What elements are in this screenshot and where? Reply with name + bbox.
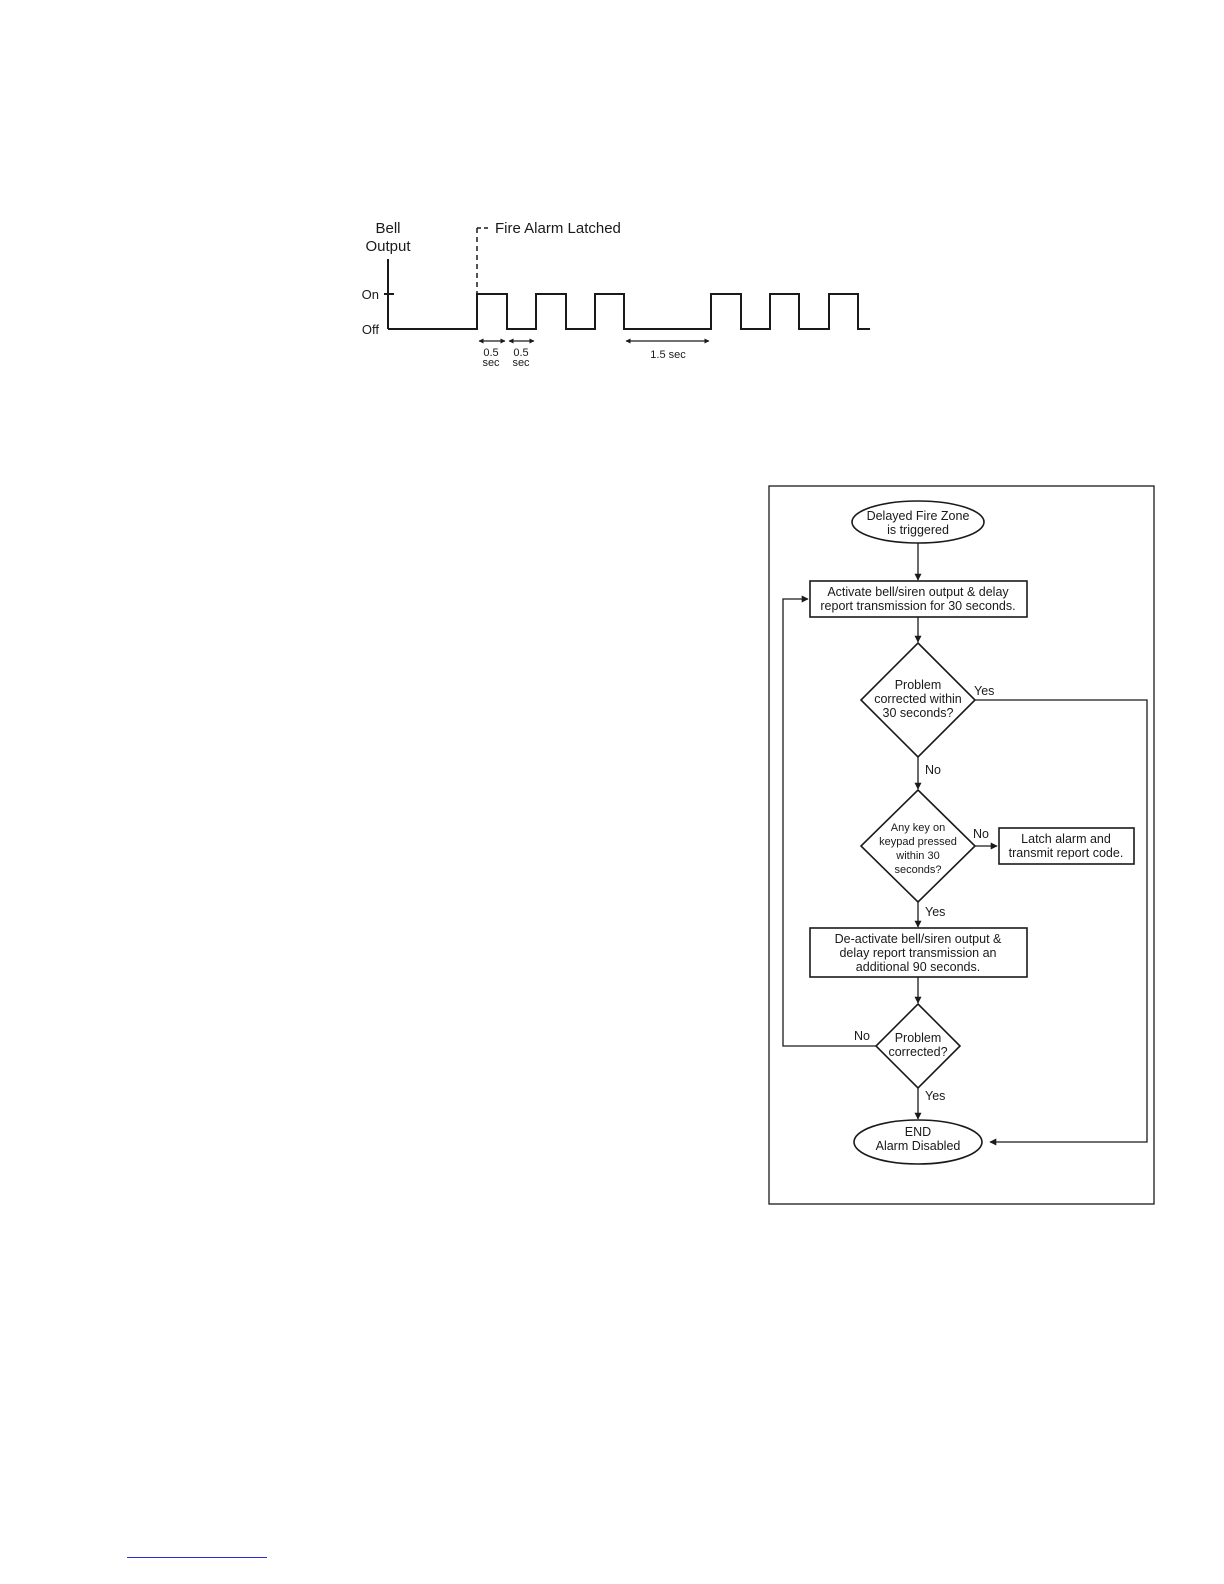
- start-text-2: is triggered: [887, 523, 949, 537]
- dim2-value: 0.5: [513, 347, 528, 359]
- on-label: On: [362, 287, 379, 302]
- d2-text-1: Any key on: [891, 822, 945, 834]
- delayed-fire-flowchart: Delayed Fire Zone is triggered Activate …: [768, 485, 1155, 1205]
- latch-alarm-box: [998, 827, 1135, 865]
- deact-text-3: additional 90 seconds.: [856, 960, 980, 974]
- latch-label: Fire Alarm Latched: [495, 220, 621, 237]
- dim1-value: 0.5: [483, 347, 498, 359]
- arrow-d1-yes-to-end: [975, 699, 1148, 1146]
- dim1-unit: sec: [482, 357, 500, 369]
- y-axis-label-output: Output: [365, 238, 411, 255]
- d2-text-2: keypad pressed: [879, 836, 957, 848]
- deactivate-process-box: [809, 927, 1028, 978]
- d2-yes-label: Yes: [925, 905, 945, 919]
- bell-timing-diagram: Bell Output On Off Fire Alarm Latched 0.…: [362, 220, 870, 369]
- d1-yes-label: Yes: [974, 684, 994, 698]
- d3-text-2: corrected?: [888, 1045, 947, 1059]
- d1-text-2: corrected within: [874, 692, 962, 706]
- arrow-d3-no-loop-back: [782, 595, 876, 1047]
- flowchart-frame: [768, 485, 1155, 1205]
- start-text-1: Delayed Fire Zone: [867, 509, 970, 523]
- activate-text-1: Activate bell/siren output & delay: [827, 585, 1009, 599]
- latch-text-1: Latch alarm and: [1021, 832, 1111, 846]
- deact-text-1: De-activate bell/siren output &: [835, 932, 1002, 946]
- end-text-1: END: [905, 1125, 931, 1139]
- d3-yes-label: Yes: [925, 1089, 945, 1103]
- activate-process-box: [809, 580, 1028, 618]
- d3-text-1: Problem: [895, 1031, 942, 1045]
- dim2-unit: sec: [512, 357, 530, 369]
- d3-no-label: No: [854, 1029, 870, 1043]
- y-axis-label-bell: Bell: [375, 220, 400, 237]
- end-text-2: Alarm Disabled: [876, 1139, 961, 1153]
- d2-text-3: within 30: [895, 850, 939, 862]
- d1-text-1: Problem: [895, 678, 942, 692]
- d2-no-label: No: [973, 827, 989, 841]
- footnote-rule: [127, 1557, 267, 1558]
- deact-text-2: delay report transmission an: [839, 946, 996, 960]
- d1-no-label: No: [925, 763, 941, 777]
- d2-text-4: seconds?: [894, 864, 941, 876]
- activate-text-2: report transmission for 30 seconds.: [820, 599, 1015, 613]
- end-terminal: [853, 1119, 983, 1165]
- dim3-label: 1.5 sec: [650, 349, 686, 361]
- d1-text-3: 30 seconds?: [883, 706, 954, 720]
- bell-output-waveform: [388, 293, 870, 330]
- off-label: Off: [362, 322, 379, 337]
- latch-text-2: transmit report code.: [1009, 846, 1124, 860]
